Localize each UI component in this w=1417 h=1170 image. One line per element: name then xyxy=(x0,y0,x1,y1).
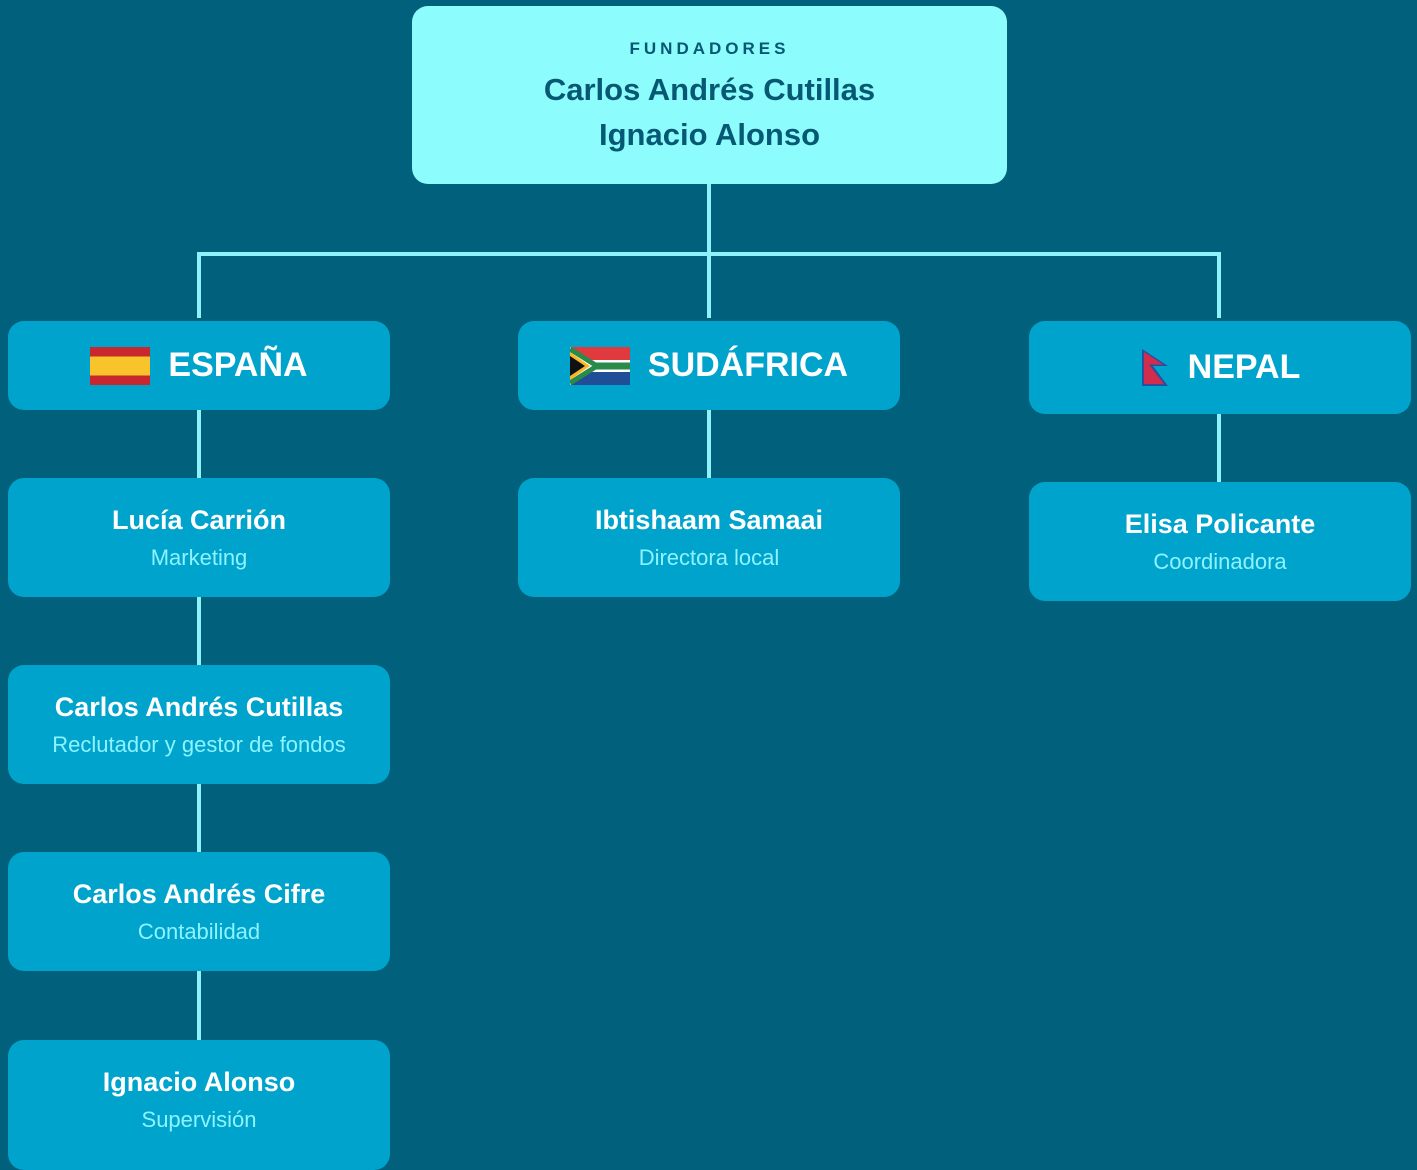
founder-name: Carlos Andrés Cutillas xyxy=(543,72,876,107)
member-node: Carlos Andrés Cutillas Reclutador y gest… xyxy=(8,665,390,784)
country-name: SUDÁFRICA xyxy=(647,346,849,384)
country-node-nepal: NEPAL xyxy=(1029,321,1411,414)
member-role: Marketing xyxy=(150,545,248,570)
country-node-espana: ESPAÑA xyxy=(8,321,390,410)
member-node: Elisa Policante Coordinadora xyxy=(1029,482,1411,601)
member-role: Reclutador y gestor de fondos xyxy=(52,732,346,757)
member-node: Carlos Andrés Cifre Contabilidad xyxy=(8,852,390,971)
member-name: Carlos Andrés Cutillas xyxy=(54,692,344,722)
member-role: Contabilidad xyxy=(137,919,261,944)
member-name: Lucía Carrión xyxy=(111,505,287,535)
member-node: Lucía Carrión Marketing xyxy=(8,478,390,597)
country-node-sudafrica: SUDÁFRICA xyxy=(518,321,900,410)
founders-node: FUNDADORES Carlos Andrés Cutillas Ignaci… xyxy=(412,6,1007,184)
member-name: Ignacio Alonso xyxy=(102,1067,296,1097)
member-node: Ignacio Alonso Supervisión xyxy=(8,1040,390,1170)
spain-flag-icon xyxy=(90,346,151,385)
nepal-flag-icon xyxy=(1140,348,1170,388)
member-name: Ibtishaam Samaai xyxy=(594,505,824,535)
member-role: Supervisión xyxy=(141,1107,257,1132)
south-africa-flag-icon xyxy=(569,346,630,385)
founder-name: Ignacio Alonso xyxy=(598,117,821,152)
member-role: Coordinadora xyxy=(1153,549,1287,574)
member-role: Directora local xyxy=(638,545,780,570)
member-name: Elisa Policante xyxy=(1124,509,1316,539)
country-name: ESPAÑA xyxy=(168,346,308,384)
member-name: Carlos Andrés Cifre xyxy=(72,879,326,909)
member-node: Ibtishaam Samaai Directora local xyxy=(518,478,900,597)
founders-label: FUNDADORES xyxy=(629,39,790,58)
country-name: NEPAL xyxy=(1187,348,1301,386)
